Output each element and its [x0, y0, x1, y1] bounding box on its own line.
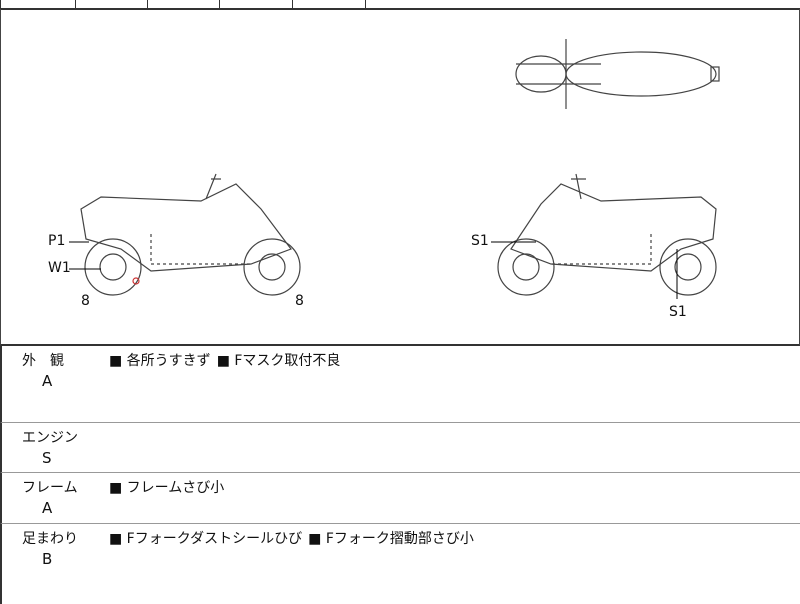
label-p1: P1 [48, 233, 66, 249]
category-label: フレーム [22, 480, 78, 496]
section-frame: フレーム A ■ フレームさび小 [0, 473, 800, 524]
category-label: 外 観 [22, 353, 64, 369]
section-exterior: 外 観 A ■ 各所うすきず ■ Fマスク取付不良 [0, 346, 800, 423]
note: ■ Fフォークダストシールひび [109, 531, 303, 547]
label-s1-front: S1 [471, 233, 489, 249]
note: ■ Fフォーク摺動部さび小 [308, 531, 474, 547]
note: ■ 各所うすきず [109, 353, 211, 369]
header-table-row [0, 0, 800, 10]
label-front-count: 8 [81, 293, 90, 309]
grade-value: A [42, 499, 53, 517]
scooter-top-view [515, 39, 720, 109]
grade-value: B [42, 550, 53, 568]
section-engine: エンジン S [0, 423, 800, 473]
scooter-right-view [497, 173, 717, 296]
grade-value: S [42, 449, 52, 467]
note: ■ フレームさび小 [109, 480, 225, 496]
note: ■ Fマスク取付不良 [216, 353, 341, 369]
label-s1-rear: S1 [669, 304, 687, 320]
grade-value: A [42, 372, 53, 390]
scooter-left-view [80, 173, 301, 296]
category-label: エンジン [22, 430, 78, 446]
scooter-illustrations [69, 39, 720, 299]
label-w1: W1 [48, 260, 71, 276]
damage-diagram: P1 W1 8 8 S1 S1 [0, 9, 800, 346]
category-label: 足まわり [22, 531, 78, 547]
label-rear-count: 8 [295, 293, 304, 309]
section-suspension: 足まわり B ■ Fフォークダストシールひび ■ Fフォーク摺動部さび小 [0, 524, 800, 604]
